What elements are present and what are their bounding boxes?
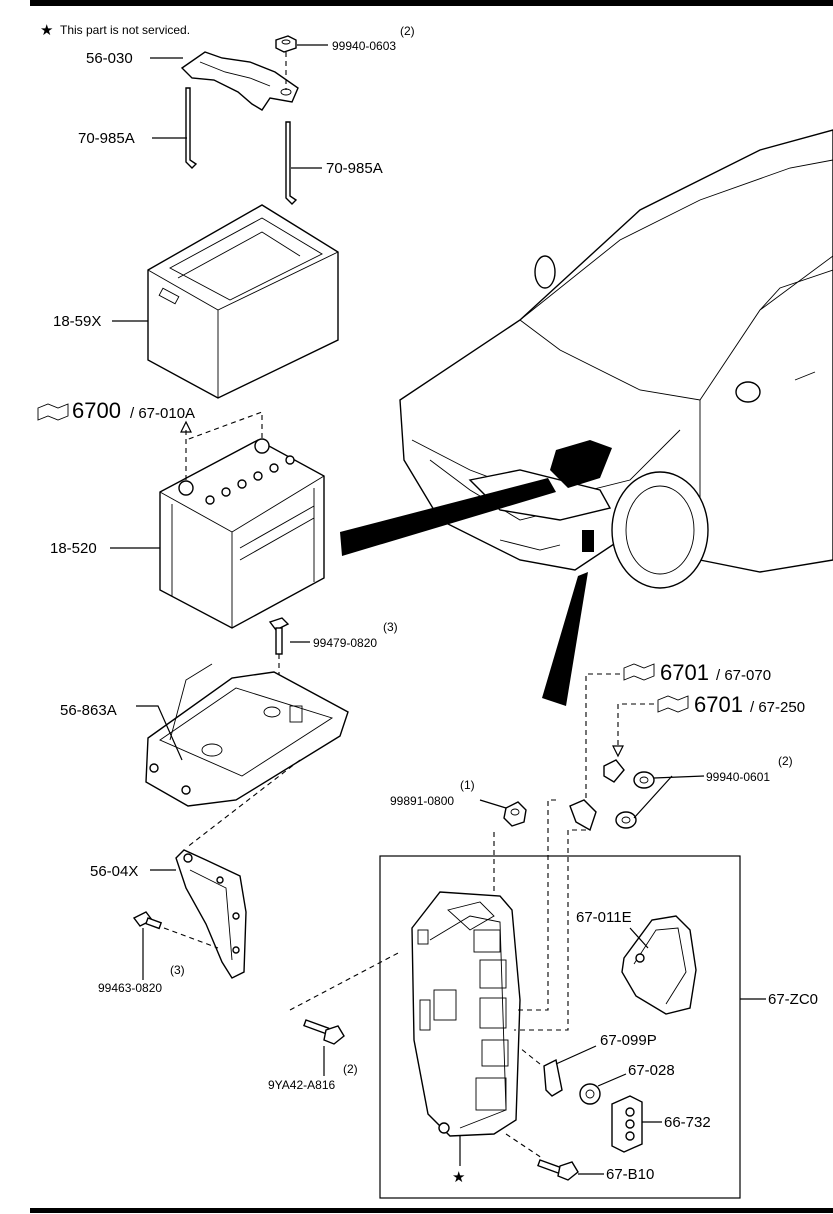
svg-text:6700: 6700: [72, 398, 121, 423]
svg-text:/ 67-010A: / 67-010A: [130, 405, 195, 422]
label-67-B10: 67-B10: [606, 1166, 654, 1183]
reference-book-icon: [37, 403, 69, 421]
flange-nut-top: [275, 35, 297, 53]
flange-nut-b: [615, 811, 637, 829]
label-9YA42-A816: 9YA42-A816: [268, 1078, 335, 1092]
label-56-030: 56-030: [86, 50, 133, 67]
label-67-ZC0: 67-ZC0: [768, 991, 818, 1008]
label-56-863A: 56-863A: [60, 702, 117, 719]
label-67-099P: 67-099P: [600, 1032, 657, 1049]
j-bolt-right: [285, 121, 298, 205]
label-66-732: 66-732: [664, 1114, 711, 1131]
bolt-67-B10: [537, 1159, 579, 1181]
reference-book-icon: [657, 695, 689, 713]
tray-bracket: [175, 849, 247, 979]
vehicle-illustration: [399, 129, 833, 589]
label-70-985A-left: 70-985A: [78, 130, 135, 147]
label-99940-0603: 99940-0603: [332, 39, 396, 53]
qty-99891-0800: (1): [460, 778, 475, 792]
label-67-011E: 67-011E: [576, 909, 632, 926]
qty-99940-0601: (2): [778, 754, 793, 768]
label-99940-0601: 99940-0601: [706, 770, 770, 784]
reference-book-icon: [623, 663, 655, 681]
bottom-border-bar: [30, 1208, 833, 1213]
label-56-04X: 56-04X: [90, 863, 138, 880]
svg-text:/ 67-250: / 67-250: [750, 699, 805, 716]
qty-99463-0820: (3): [170, 963, 185, 977]
nut-67-028: [579, 1083, 601, 1105]
label-67-028: 67-028: [628, 1062, 675, 1079]
battery-tray: [145, 663, 349, 807]
j-bolt-left: [185, 87, 198, 169]
battery-terminal-clamp-b: [569, 799, 597, 832]
pointer-to-fusebox: [542, 572, 588, 706]
label-99891-0800: 99891-0800: [390, 794, 454, 808]
ref-6701-67-250: 6701 / 67-250: [657, 692, 805, 717]
label-18-520: 18-520: [50, 540, 97, 557]
pointer-to-battery: [340, 478, 556, 556]
fuse-block: [411, 891, 521, 1137]
battery: [159, 438, 325, 629]
bolt-99463: [132, 911, 163, 930]
qty-9YA42-A816: (2): [343, 1062, 358, 1076]
ref-6700: 6700 / 67-010A: [37, 398, 195, 423]
label-99479-0820: 99479-0820: [313, 636, 377, 650]
ref-6701-67-070: 6701 / 67-070: [623, 660, 771, 685]
hold-down-bracket: [180, 51, 299, 111]
label-70-985A-right: 70-985A: [326, 160, 383, 177]
fuse-box-assembly-frame: [379, 855, 741, 1199]
clamp-67-099P: [543, 1058, 563, 1097]
svg-text:/ 67-070: / 67-070: [716, 667, 771, 684]
qty-99479-0820: (3): [383, 620, 398, 634]
star-icon: ★: [452, 1169, 465, 1186]
nut-99891: [503, 801, 527, 827]
bolt-99479: [268, 617, 290, 655]
qty-99940-0603: (2): [400, 24, 415, 38]
battery-box: [147, 204, 339, 399]
flange-nut-a: [633, 771, 655, 789]
notice-star-icon: ★: [40, 22, 53, 39]
svg-text:6701: 6701: [694, 692, 743, 717]
top-border-bar: [30, 0, 833, 6]
notice-text: This part is not serviced.: [60, 23, 190, 37]
bolt-9YA42: [303, 1019, 345, 1045]
fuse-location-mark: [582, 530, 594, 552]
battery-terminal-clamp-a: [603, 759, 625, 783]
svg-text:6701: 6701: [660, 660, 709, 685]
label-99463-0820: 99463-0820: [98, 981, 162, 995]
battery-location-mark: [550, 440, 612, 488]
label-18-59X: 18-59X: [53, 313, 101, 330]
connector-66-732: [611, 1095, 643, 1153]
